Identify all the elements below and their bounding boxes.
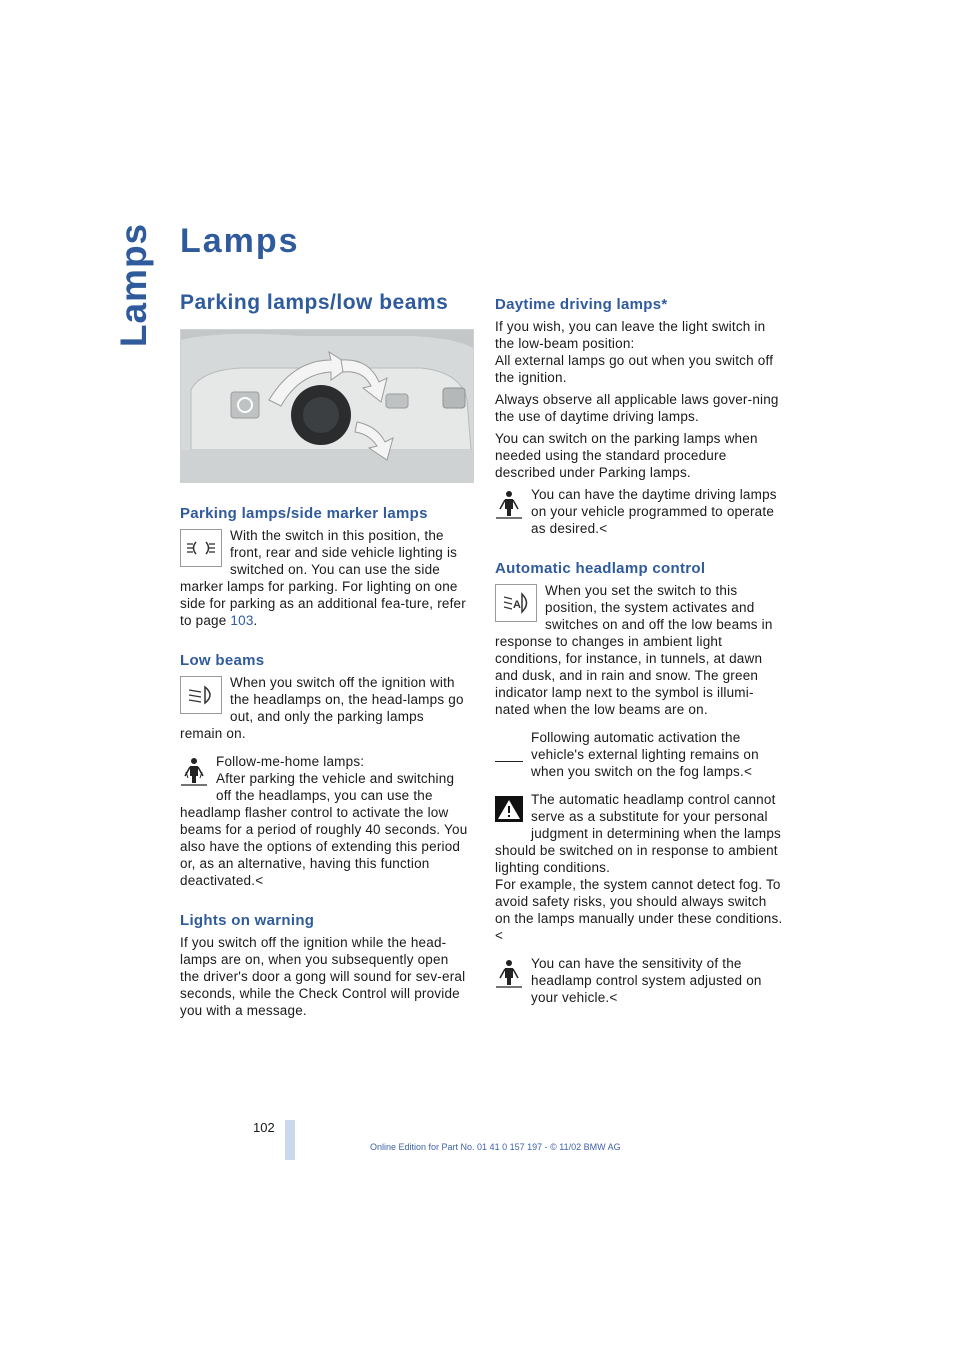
lights-on-warning-heading: Lights on warning [180, 912, 315, 929]
parking-lamps-heading: Parking lamps/side marker lamps [180, 505, 428, 522]
fog-lamp-note: Following automatic activation the vehic… [495, 729, 783, 785]
follow-me-home-text: After parking the vehicle and switching … [180, 771, 468, 888]
warning-text: The automatic headlamp control cannot se… [495, 792, 781, 875]
low-beams-text: When you switch off the ignition with th… [180, 675, 464, 741]
low-beams-section: Low beams When you switch off the igniti… [180, 652, 468, 894]
page-reference-link[interactable]: 103 [230, 613, 254, 628]
daytime-text-2: Always observe all applicable laws gover… [495, 392, 779, 424]
auto-headlamp-text: When you set the switch to this position… [495, 583, 773, 717]
person-note-icon [180, 756, 208, 786]
lights-on-warning-text: If you switch off the ignition while the… [180, 935, 466, 1018]
person-note-icon [495, 958, 523, 988]
auto-headlamp-section: Automatic headlamp control A When you se… [495, 560, 783, 1011]
parking-lamps-text: With the switch in this position, the fr… [180, 528, 466, 628]
daytime-heading: Daytime driving lamps* [495, 296, 668, 313]
svg-text:A: A [513, 599, 521, 611]
daytime-text-3: You can switch on the parking lamps when… [495, 431, 758, 480]
follow-me-home-note: Follow-me-home lamps: After parking the … [180, 753, 468, 894]
right-column: Daytime driving lamps* If you wish, you … [495, 296, 783, 1011]
side-section-title: Lamps [113, 222, 154, 348]
parking-lamp-symbol-icon [180, 529, 222, 567]
parking-lamps-section: Parking lamps/side marker lamps With the… [180, 505, 468, 634]
warning-text-2: For example, the system cannot detect fo… [495, 877, 783, 943]
daytime-section: Daytime driving lamps* If you wish, you … [495, 296, 783, 542]
low-beams-heading: Low beams [180, 652, 265, 669]
warning-note: The automatic headlamp control cannot se… [495, 791, 783, 949]
follow-me-home-title: Follow-me-home lamps: [216, 754, 365, 769]
sensitivity-text: You can have the sensitivity of the head… [531, 956, 762, 1005]
warning-triangle-icon [495, 794, 523, 824]
blank-note-icon [495, 739, 523, 762]
parking-low-beams-heading: Parking lamps/low beams [180, 291, 449, 314]
auto-headlamp-symbol-icon: A [495, 584, 537, 622]
page-number: 102 [253, 1120, 275, 1135]
left-column: Parking lamps/low beams Parking lamps/si… [180, 291, 474, 1024]
daytime-note-text: You can have the daytime driving lamps o… [531, 487, 777, 536]
lights-on-warning-section: Lights on warning If you switch off the … [180, 912, 468, 1019]
footer-edition-note: Online Edition for Part No. 01 41 0 157 … [370, 1142, 621, 1152]
auto-headlamp-heading: Automatic headlamp control [495, 560, 706, 577]
page-title: Lamps [180, 222, 300, 260]
person-note-icon [495, 489, 523, 519]
daytime-text-1b: All external lamps go out when you switc… [495, 353, 774, 385]
sensitivity-note: You can have the sensitivity of the head… [495, 955, 783, 1011]
fog-lamp-text: Following automatic activation the vehic… [531, 730, 759, 779]
low-beam-symbol-icon [180, 676, 222, 714]
page-marker-bar [285, 1120, 295, 1160]
light-switch-illustration [180, 329, 474, 483]
daytime-note: You can have the daytime driving lamps o… [495, 486, 783, 542]
daytime-text-1: If you wish, you can leave the light swi… [495, 319, 766, 351]
